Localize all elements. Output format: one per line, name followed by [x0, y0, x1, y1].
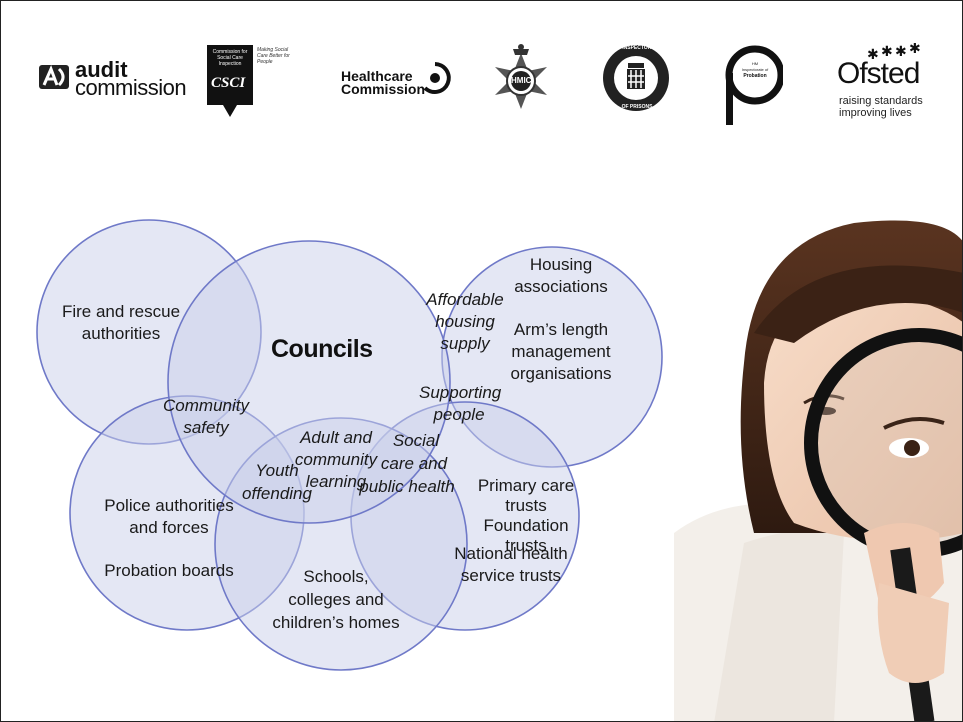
- social-line-2: care and: [380, 454, 448, 473]
- svg-text:✱: ✱: [909, 43, 921, 57]
- social-care-public-health-label: Social care and public health: [355, 429, 459, 498]
- housing-associations-label: Housing associations: [501, 254, 621, 298]
- fire-rescue-label: Fire and rescue authorities: [61, 301, 181, 345]
- schools-line-2: colleges and: [288, 590, 384, 609]
- ofsted-tagline-1: raising standards: [839, 95, 923, 107]
- fire-rescue-line-2: authorities: [81, 324, 161, 343]
- affordable-line-3: supply: [440, 334, 490, 353]
- healthcare-line1: Healthcare: [341, 68, 413, 84]
- hm-inspectorate-probation-logo: HM Inspectorate of Probation: [723, 43, 785, 127]
- csci-logo: Commission for Social Care Inspection CS…: [207, 45, 297, 121]
- probation-boards-label: Probation boards: [104, 561, 234, 580]
- prisons-seal-icon: [603, 45, 669, 111]
- probation-line1: HM: [751, 61, 759, 66]
- community-safety-label: Community safety: [161, 395, 251, 439]
- csci-small-text: Commission for Social Care Inspection: [212, 49, 248, 67]
- foundation-trusts: Foundation trusts: [483, 516, 569, 555]
- hmic-logo: HMIC: [489, 41, 553, 111]
- almo-label: Arm’s length management organisations: [496, 319, 626, 385]
- prisons-bottom-text: OF PRISONS: [621, 104, 653, 110]
- ofsted-logo: ✱✱✱✱ Ofsted raising standards improving …: [837, 43, 937, 123]
- nhs-trusts-line-1: National health: [454, 544, 568, 563]
- probation-line3: Probation: [743, 73, 767, 79]
- councils-circle: [167, 240, 451, 524]
- healthcare-commission-logo: Healthcare Commission: [341, 56, 456, 100]
- almo-line-3: organisations: [510, 364, 612, 383]
- venn-diagram: [36, 219, 663, 671]
- csci-badge-text: CSCI: [211, 75, 246, 91]
- affordable-line-2: housing: [435, 312, 495, 331]
- housing-line-2: associations: [514, 277, 608, 296]
- adult-line-2: community: [294, 450, 378, 469]
- hm-inspectorate-prisons-logo: HM INSPECTORATE OF PRISONS: [601, 43, 671, 113]
- healthcare-swirl-icon: [423, 62, 451, 94]
- schools-line-1: Schools,: [303, 567, 369, 586]
- nhs-trusts-line-2: service trusts: [460, 566, 562, 585]
- adult-community-learning-label: Adult and community learning: [291, 427, 381, 493]
- primary-care-trusts: Primary care trusts: [477, 476, 575, 515]
- circles: [36, 219, 663, 671]
- probation-line2: Inspectorate of: [741, 67, 769, 72]
- fire-rescue-line-1: Fire and rescue: [61, 302, 181, 321]
- councils-label: Councils: [271, 335, 373, 363]
- police-line-1: Police authorities: [104, 496, 234, 515]
- svg-text:✱: ✱: [881, 44, 893, 60]
- hmic-star-badge-icon: [495, 44, 547, 109]
- girl-with-magnifying-glass-photo: [674, 220, 962, 721]
- probation-p-icon: [725, 45, 785, 125]
- schools-line-3: children’s homes: [272, 613, 400, 632]
- audit-commission-mark-icon: [39, 65, 69, 89]
- almo-line-1: Arm’s length: [513, 320, 609, 339]
- affordable-line-1: Affordable: [426, 290, 504, 309]
- housing-line-1: Housing: [529, 255, 593, 274]
- health-trusts-label: Primary care trusts Foundation trusts Na…: [441, 476, 591, 588]
- youth-line-1: Youth: [255, 461, 299, 480]
- csci-badge-icon: [207, 45, 253, 117]
- ofsted-name: Ofsted: [837, 57, 920, 90]
- supporting-line-1: Supporting: [419, 383, 502, 402]
- community-line-2: safety: [183, 418, 229, 437]
- svg-text:✱: ✱: [895, 44, 907, 60]
- audit-word: audit: [75, 57, 128, 82]
- hmic-text: HMIC: [511, 76, 532, 85]
- svg-text:✱: ✱: [867, 47, 879, 63]
- csci-tagline: Making Social Care Better for People: [257, 47, 290, 65]
- ofsted-tagline-2: improving lives: [839, 107, 912, 119]
- social-line-1: Social: [392, 431, 440, 450]
- youth-offending-label: Youth offending: [237, 459, 317, 505]
- healthcare-line2: Commission: [341, 81, 426, 97]
- police-label: Police authorities and forces: [99, 495, 239, 539]
- community-line-1: Community: [163, 396, 249, 415]
- affordable-housing-label: Affordable housing supply: [425, 289, 505, 355]
- schools-label: Schools, colleges and children’s homes: [271, 565, 401, 634]
- supporting-line-2: people: [433, 405, 485, 424]
- ofsted-stars-icon: ✱✱✱✱: [867, 43, 921, 63]
- prisons-top-text: HM INSPECTORATE: [613, 45, 661, 51]
- youth-line-2: offending: [242, 484, 312, 503]
- social-line-3: public health: [359, 477, 455, 496]
- adult-line-3: learning: [305, 472, 367, 491]
- almo-line-2: management: [511, 342, 611, 361]
- police-line-2: and forces: [129, 518, 209, 537]
- adult-line-1: Adult and: [300, 428, 372, 447]
- commission-word: commission: [75, 75, 187, 100]
- supporting-people-label: Supporting people: [419, 382, 502, 426]
- audit-commission-logo: audit commission: [39, 57, 189, 100]
